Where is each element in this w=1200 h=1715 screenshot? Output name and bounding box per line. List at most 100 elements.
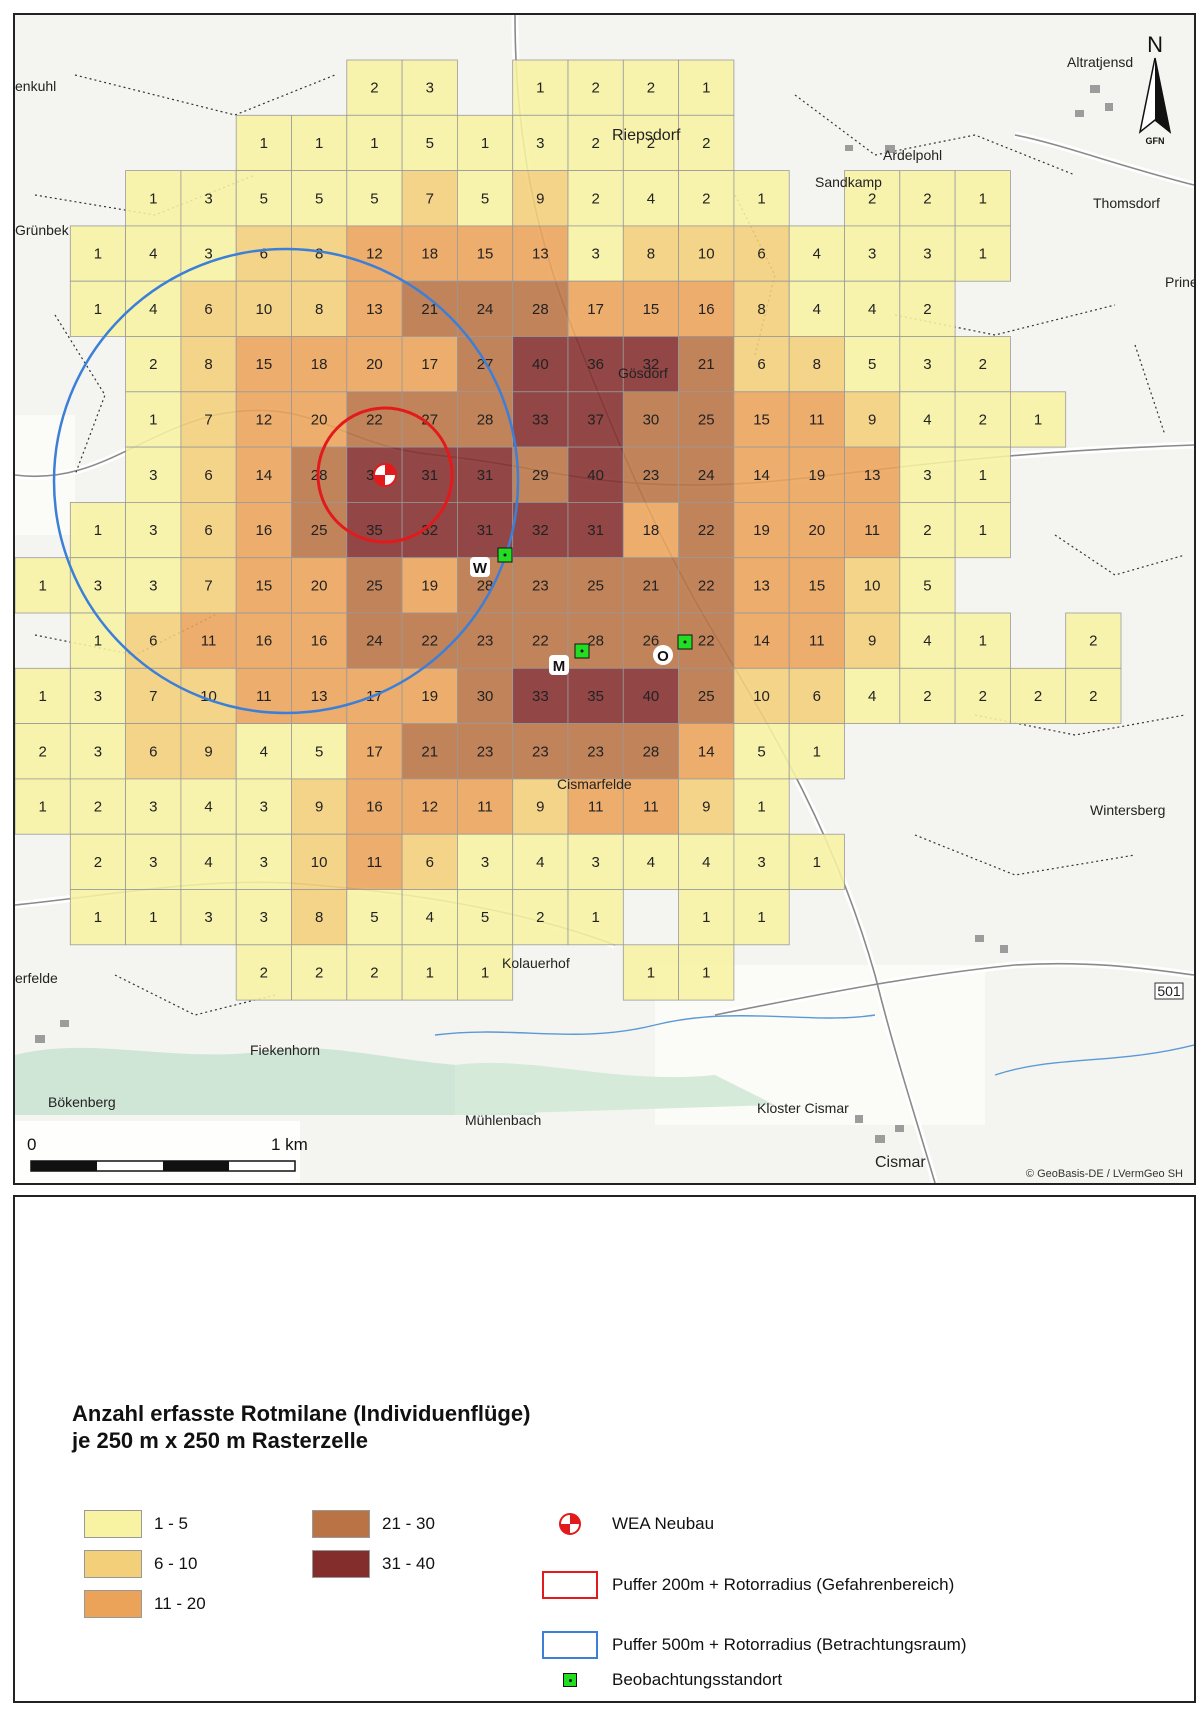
raster-cell <box>512 723 569 780</box>
raster-cell-value: 1 <box>38 688 46 705</box>
raster-cell-value: 15 <box>256 577 273 594</box>
raster-cell-value: 6 <box>260 246 268 263</box>
raster-cell <box>844 446 901 503</box>
raster-cell-value: 10 <box>311 854 328 871</box>
raster-cell <box>125 170 182 227</box>
raster-cell-value: 24 <box>477 301 494 318</box>
raster-cell-value: 21 <box>421 301 438 318</box>
raster-cell-value: 3 <box>149 854 157 871</box>
raster-cell <box>291 944 348 1001</box>
raster-cell <box>456 667 514 724</box>
raster-cell-value: 3 <box>149 577 157 594</box>
raster-cell <box>291 723 348 780</box>
place-boekenberg: Bökenberg <box>48 1094 116 1110</box>
raster-cell-value: 5 <box>481 909 489 926</box>
raster-cell-value: 1 <box>702 80 710 97</box>
raster-cell <box>235 612 292 669</box>
legend-class-2-label: 6 - 10 <box>154 1554 198 1573</box>
raster-cell-value: 2 <box>94 854 102 871</box>
raster-cell <box>235 501 292 559</box>
raster-cell-value: 1 <box>94 522 102 539</box>
raster-cell-value: 2 <box>923 301 931 318</box>
legend-class-3-label: 11 - 20 <box>154 1594 206 1613</box>
raster-cell <box>678 59 735 116</box>
raster-cell-value: 20 <box>366 356 383 373</box>
raster-cell-value: 15 <box>643 301 660 318</box>
station-m-icon[interactable] <box>574 643 590 659</box>
legend-buffer-500-label: Puffer 500m + Rotorradius (Betrachtungsr… <box>612 1635 967 1654</box>
raster-cell-value: 11 <box>201 633 217 650</box>
legend-buffer-200-label: Puffer 200m + Rotorradius (Gefahrenberei… <box>612 1575 955 1594</box>
raster-cell-value: 15 <box>256 356 273 373</box>
station-w-icon[interactable] <box>497 547 513 563</box>
raster-cell <box>69 833 126 890</box>
raster-cell <box>733 391 790 448</box>
legend-class-2: 6 - 10 <box>84 1550 197 1578</box>
raster-cell-value: 6 <box>204 301 212 318</box>
raster-cell-value: 9 <box>536 799 544 816</box>
raster-cell-value: 3 <box>204 909 212 926</box>
raster-cell-value: 4 <box>702 854 710 871</box>
raster-cell <box>401 225 458 282</box>
raster-cell-value: 6 <box>204 522 212 539</box>
raster-cell-value: 1 <box>979 246 987 263</box>
raster-cell-value: 4 <box>923 633 931 650</box>
raster-cell-value: 1 <box>1034 411 1042 428</box>
raster-cell-value: 31 <box>421 467 438 484</box>
raster-cell-value: 2 <box>315 964 323 981</box>
legend-wea: WEA Neubau <box>540 1507 714 1541</box>
raster-cell-value: 23 <box>477 633 494 650</box>
raster-cell <box>401 723 458 780</box>
place-sandkamp: Sandkamp <box>815 174 882 190</box>
raster-cell <box>401 557 458 614</box>
raster-cell <box>954 446 1011 503</box>
raster-cell-value: 32 <box>643 356 660 373</box>
raster-cell-value: 4 <box>813 246 821 263</box>
raster-cell-value: 15 <box>809 577 826 594</box>
legend-class-5: 31 - 40 <box>312 1550 435 1578</box>
raster-cell-value: 16 <box>256 633 273 650</box>
raster-cell-value: 9 <box>868 633 876 650</box>
raster-cell <box>733 170 790 227</box>
raster-cell-value: 6 <box>813 688 821 705</box>
station-m-label: M <box>553 658 566 675</box>
raster-cell <box>291 501 348 559</box>
raster-cell <box>567 667 624 724</box>
raster-cell <box>678 944 735 1001</box>
raster-cell-value: 25 <box>698 688 715 705</box>
raster-cell <box>622 667 679 724</box>
raster-cell <box>1065 667 1122 724</box>
raster-cell <box>180 501 237 559</box>
raster-cell-value: 4 <box>813 301 821 318</box>
raster-cell-value: 3 <box>204 246 212 263</box>
raster-cell <box>844 501 901 559</box>
station-o-icon[interactable] <box>677 634 693 650</box>
raster-cell <box>346 833 403 890</box>
raster-cell-value: 19 <box>809 467 826 484</box>
raster-cell-value: 1 <box>426 964 434 981</box>
raster-cell-value: 3 <box>923 467 931 484</box>
raster-cell <box>567 889 624 946</box>
legend-station-icon <box>540 1663 600 1697</box>
wea-icon[interactable] <box>373 463 397 487</box>
raster-cell-value: 25 <box>311 522 328 539</box>
legend-buffer-500-icon <box>540 1628 600 1662</box>
raster-cell <box>622 170 679 227</box>
place-thomsdorf: Thomsdorf <box>1093 195 1160 211</box>
legend-title-line1: Anzahl erfasste Rotmilane (Individuenflü… <box>72 1401 531 1426</box>
raster-cell <box>567 114 624 172</box>
place-altratjensd: Altratjensd <box>1067 54 1133 70</box>
raster-cell <box>512 778 569 835</box>
raster-cell-value: 13 <box>311 688 328 705</box>
raster-cell <box>235 446 292 503</box>
station-o-label: O <box>657 648 669 665</box>
raster-cell-value: 3 <box>481 854 489 871</box>
raster-cell-value: 3 <box>149 522 157 539</box>
raster-cell-value: 5 <box>868 356 876 373</box>
raster-cell-value: 4 <box>647 854 655 871</box>
raster-cell <box>456 944 514 1001</box>
raster-cell <box>401 778 458 835</box>
road-number-501: 501 <box>1157 983 1181 999</box>
